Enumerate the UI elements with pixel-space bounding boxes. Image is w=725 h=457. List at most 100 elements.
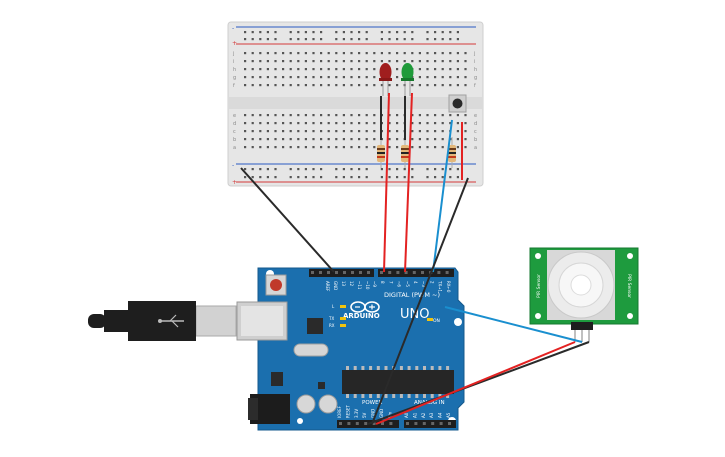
pin-label: A0 [404, 412, 409, 418]
header-hole[interactable] [414, 422, 418, 425]
header-hole[interactable] [396, 271, 400, 274]
breadboard-hole [426, 146, 429, 149]
breadboard-hole [449, 84, 452, 87]
breadboard-hole [441, 114, 444, 117]
header-hole[interactable] [372, 422, 376, 425]
header-hole[interactable] [404, 271, 408, 274]
breadboard-hole [449, 68, 452, 71]
breadboard-hole [441, 168, 444, 171]
breadboard-hole [403, 52, 406, 55]
breadboard-hole [441, 146, 444, 149]
header-hole[interactable] [431, 422, 435, 425]
push-button[interactable] [448, 94, 467, 113]
header-hole[interactable] [311, 271, 314, 274]
breadboard-hole [312, 122, 315, 125]
breadboard-hole [441, 176, 444, 179]
breadboard-hole [396, 146, 399, 149]
header-hole[interactable] [343, 271, 346, 274]
row-letter: j [232, 51, 234, 57]
header-hole[interactable] [364, 422, 368, 425]
breadboard-hole [449, 114, 452, 117]
header-hole[interactable] [388, 271, 392, 274]
breadboard-hole [411, 84, 414, 87]
breadboard-hole [426, 60, 429, 63]
breadboard-hole [342, 122, 345, 125]
breadboard-hole [396, 130, 399, 133]
breadboard-hole [411, 114, 414, 117]
breadboard-hole [297, 122, 300, 125]
breadboard-hole [289, 52, 292, 55]
arduino-uno-board: DIGITAL (PWM ~) ARDUINO UNO ON POWER ANA… [236, 267, 465, 431]
wire-gnd-breadboard[interactable] [240, 167, 335, 273]
breadboard-hole [418, 122, 421, 125]
header-hole[interactable] [327, 271, 330, 274]
pin-label: ~5 [405, 281, 410, 287]
header-hole[interactable] [448, 422, 451, 425]
header-hole[interactable] [335, 271, 338, 274]
pin-label: AREF [325, 281, 330, 292]
breadboard-hole [358, 38, 361, 41]
header-hole[interactable] [347, 422, 351, 425]
wire-green-led[interactable] [404, 92, 413, 273]
row-letter: g [233, 75, 236, 81]
breadboard-hole [373, 122, 376, 125]
breadboard-hole [396, 176, 399, 179]
onboard-led-tx [340, 317, 346, 320]
wire-pir-out[interactable] [444, 306, 583, 343]
breadboard-hole [312, 52, 315, 55]
breadboard-hole [312, 146, 315, 149]
breadboard-hole [320, 138, 323, 141]
resistor-2 [401, 137, 409, 168]
breadboard-hole [282, 60, 285, 63]
header-hole[interactable] [319, 271, 322, 274]
breadboard-hole [289, 68, 292, 71]
pin-label: 7 [388, 281, 393, 284]
header-hole[interactable] [381, 422, 384, 425]
row-letter: h [233, 67, 236, 73]
wire-gnd-arduino[interactable] [371, 177, 469, 425]
breadboard-hole [282, 68, 285, 71]
row-letter: j [473, 51, 475, 57]
breadboard-hole [403, 168, 406, 171]
header-hole[interactable] [437, 271, 441, 274]
usb-chip [307, 318, 323, 334]
breadboard-hole [289, 38, 292, 41]
breadboard-hole [365, 76, 368, 79]
breadboard-hole [266, 31, 269, 34]
mcu-pin [446, 366, 450, 370]
mcu-pin [353, 394, 357, 398]
header-hole[interactable] [389, 422, 393, 425]
header-hole[interactable] [445, 271, 449, 274]
breadboard-hole [449, 38, 452, 41]
header-hole[interactable] [367, 271, 370, 274]
green-led[interactable] [401, 63, 414, 96]
wire-button-signal[interactable] [432, 119, 453, 273]
breadboard-hole [403, 60, 406, 63]
breadboard-hole [441, 76, 444, 79]
header-hole[interactable] [351, 271, 354, 274]
header-hole[interactable] [412, 271, 416, 274]
breadboard-hole [320, 60, 323, 63]
wire-red-led[interactable] [383, 92, 390, 273]
wire-pir-vcc[interactable] [375, 341, 576, 425]
mount-hole [297, 418, 303, 424]
breadboard-hole [464, 68, 467, 71]
header-hole[interactable] [439, 422, 443, 425]
header-hole[interactable] [421, 271, 424, 274]
wire-pir-gnd[interactable] [367, 341, 590, 425]
rail-plus-label: + [232, 40, 237, 47]
breadboard-hole [297, 76, 300, 79]
breadboard-hole [312, 76, 315, 79]
header-hole[interactable] [359, 271, 362, 274]
breadboard-hole [320, 76, 323, 79]
header-hole[interactable] [406, 422, 409, 425]
header-hole[interactable] [422, 422, 426, 425]
breadboard-hole [274, 138, 277, 141]
header-hole[interactable] [339, 422, 342, 425]
red-led[interactable] [379, 63, 392, 96]
header-hole[interactable] [355, 422, 359, 425]
breadboard-hole [411, 122, 414, 125]
breadboard-hole [449, 52, 452, 55]
header-hole[interactable] [380, 271, 383, 274]
usb-icon [158, 314, 184, 328]
